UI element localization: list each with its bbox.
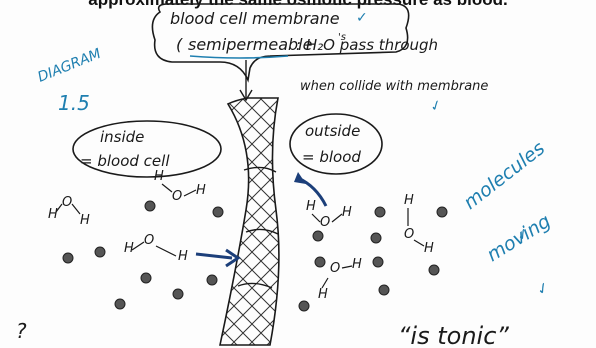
diagram-label-text: DIAGRAM	[36, 46, 104, 86]
solute-particle	[207, 275, 217, 285]
solute-particle	[95, 247, 105, 257]
svg-text:H: H	[342, 205, 352, 220]
svg-text:H: H	[404, 193, 414, 208]
inside-label-line2: = blood cell	[80, 152, 170, 170]
molecules-word: molecules	[460, 137, 550, 214]
moving-word: moving	[483, 210, 555, 266]
solute-particle	[371, 233, 381, 243]
diagram-label: DIAGRAM 1.5	[36, 46, 104, 115]
solute-particle	[313, 231, 323, 241]
svg-text:O: O	[62, 195, 72, 210]
bottom-is-tonic-text: “is tonic”	[398, 322, 509, 348]
inside-label-line1: inside	[100, 128, 144, 146]
cell-membrane	[220, 98, 279, 345]
outside-arrowhead	[294, 172, 306, 184]
water-molecule: H O H	[124, 233, 188, 264]
solute-particle	[429, 265, 439, 275]
solute-particle	[115, 299, 125, 309]
svg-text:O: O	[144, 233, 154, 248]
moving-check-mark: ✓	[533, 278, 553, 300]
svg-text:O: O	[320, 215, 330, 230]
water-molecule: H O H	[404, 193, 434, 256]
svg-text:H: H	[154, 169, 164, 184]
molecules-moving-note: molecules ✓ moving ✓	[460, 137, 555, 299]
outside-label-line1: outside	[305, 122, 360, 140]
membrane-open-paren: (	[176, 35, 183, 54]
h2o-superscript: 's	[338, 32, 346, 43]
membrane-check-mark: ✓	[356, 10, 368, 26]
svg-text:H: H	[80, 213, 90, 228]
solute-particle	[213, 207, 223, 217]
solute-particle	[141, 273, 151, 283]
svg-text:O: O	[172, 189, 182, 204]
svg-text:H: H	[48, 207, 58, 222]
svg-text:H: H	[178, 249, 188, 264]
svg-text:H: H	[196, 183, 206, 198]
svg-text:O: O	[330, 261, 340, 276]
water-molecule: H O H	[306, 199, 352, 230]
svg-text:H: H	[424, 241, 434, 256]
water-molecule: H O H	[48, 195, 90, 228]
solute-particle	[299, 301, 309, 311]
solute-particle	[375, 207, 385, 217]
bottom-question-mark: ?	[16, 319, 27, 343]
explanation-check-mark: ✓	[428, 97, 444, 116]
svg-text:O: O	[404, 227, 414, 242]
solute-particle	[173, 289, 183, 299]
svg-text:H: H	[352, 257, 362, 272]
membrane-explanation: when collide with membrane	[300, 79, 488, 94]
solute-particle	[63, 253, 73, 263]
h2o-pass-through: : H₂O pass through	[296, 36, 438, 54]
solute-particle	[437, 207, 447, 217]
solute-particle	[145, 201, 155, 211]
svg-text:H: H	[124, 241, 134, 256]
inside-to-membrane-arrow	[196, 254, 232, 258]
solute-particle	[315, 257, 325, 267]
diagram-label-number: 1.5	[58, 91, 90, 115]
outside-label-line2: = blood	[302, 148, 361, 166]
svg-text:H: H	[306, 199, 316, 214]
semipermeable-word: semipermeable	[188, 35, 313, 54]
membrane-title: blood cell membrane	[170, 9, 340, 28]
semipermeable-underline	[190, 56, 288, 58]
solute-particle	[379, 285, 389, 295]
svg-text:H: H	[318, 287, 328, 302]
solute-particle	[373, 257, 383, 267]
